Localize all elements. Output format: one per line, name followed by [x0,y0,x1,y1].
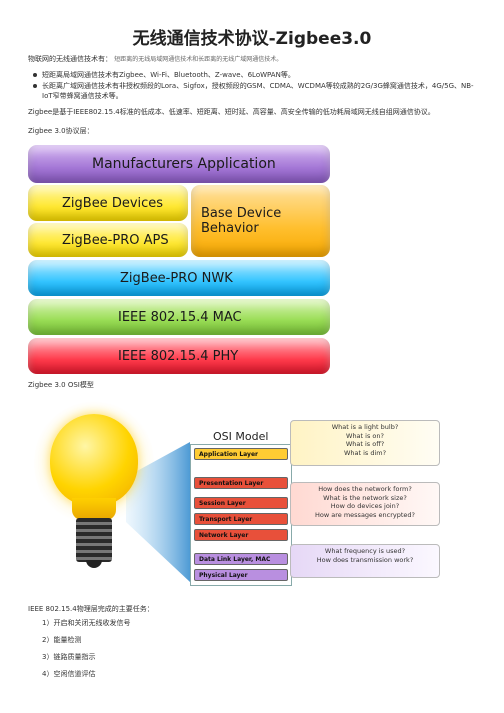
layer-zigbee-devices: ZigBee Devices [28,185,188,221]
list-item: 1）开启和关闭无线收发信号 [42,619,131,627]
list-item: 4）空闲信道评估 [42,670,96,678]
callout-line: How do devices join? [330,502,400,510]
callout-line: How does transmission work? [316,555,414,564]
osi-session-layer: Session Layer [194,497,288,509]
callout-physical-questions: What frequency is used? How does transmi… [290,544,440,578]
list-item: 短距离局域网通信技术有Zigbee、Wi-Fi、Bluetooth、Z-wave… [30,70,480,80]
osi-transport-layer: Transport Layer [194,513,288,525]
layer-base-device-behavior: Base Device Behavior [191,185,330,257]
callout-line: What is off? [345,440,385,448]
layer-ieee-mac: IEEE 802.15.4 MAC [28,299,330,335]
callout-line: What is dim? [343,448,387,457]
callout-line: How does the network form? [318,485,412,493]
tech-bullet-list: 短距离局域网通信技术有Zigbee、Wi-Fi、Bluetooth、Z-wave… [30,70,480,102]
light-beam-shape [126,442,190,582]
osi-datalink-layer: Data Link Layer, MAC [194,553,288,565]
layer-manufacturers-application: Manufacturers Application [28,145,330,183]
osi-layer-box: Application Layer Presentation Layer Ses… [190,444,292,586]
callout-line: What frequency is used? [324,547,406,555]
list-item: 3）链路质量指示 [42,653,96,661]
callout-line: What is a light bulb? [331,423,399,431]
layer-zigbee-pro-nwk: ZigBee-PRO NWK [28,260,330,296]
intro-small: 短距离的无线局域网通信技术和长距离的无线广域网通信技术。 [114,56,283,63]
osi-presentation-layer: Presentation Layer [194,477,288,489]
list-item: 2）能量检测 [42,636,82,644]
page-title: 无线通信技术协议-Zigbee3.0 [132,29,372,49]
callout-line: What is on? [346,431,384,440]
callout-line: How are messages encrypted? [315,510,415,519]
osi-application-layer: Application Layer [194,448,288,460]
stack-caption: Zigbee 3.0协议层： [28,127,94,135]
zigbee-stack-diagram: Manufacturers Application ZigBee Devices… [28,145,330,374]
callout-line: What is the network size? [323,493,407,502]
osi-caption: Zigbee 3.0 OSI模型 [28,381,94,389]
intro-main: 物联网的无线通信技术有： [28,55,112,63]
phy-task-list: 1）开启和关闭无线收发信号 2）能量检测 3）链路质量指示 4）空闲信道评估 [42,618,130,686]
list-item: 长距离广域网通信技术有非授权频段的Lora、Sigfox，授权频段的GSM、CD… [30,81,480,101]
bulb-tip [86,560,102,568]
callout-network-questions: How does the network form? What is the n… [290,482,440,526]
osi-network-layer: Network Layer [194,529,288,541]
layer-zigbee-pro-aps: ZigBee-PRO APS [28,223,188,257]
layer-ieee-phy: IEEE 802.15.4 PHY [28,338,330,374]
ieee-phy-tasks-heading: IEEE 802.15.4物理层完成的主要任务： [28,605,154,613]
callout-application-questions: What is a light bulb? What is on? What i… [290,420,440,466]
osi-physical-layer: Physical Layer [194,569,288,581]
bulb-neck [72,498,116,520]
zigbee-definition: Zigbee是基于IEEE802.15.4标准的低成本、低速率、短距离、短时延、… [28,108,435,116]
intro-line: 物联网的无线通信技术有： 短距离的无线局域网通信技术和长距离的无线广域网通信技术… [28,54,282,64]
osi-model-diagram: OSI Model Application Layer Presentation… [28,390,448,588]
bulb-screw-base [76,518,112,562]
osi-model-title: OSI Model [213,430,269,443]
light-bulb-icon [50,414,138,506]
